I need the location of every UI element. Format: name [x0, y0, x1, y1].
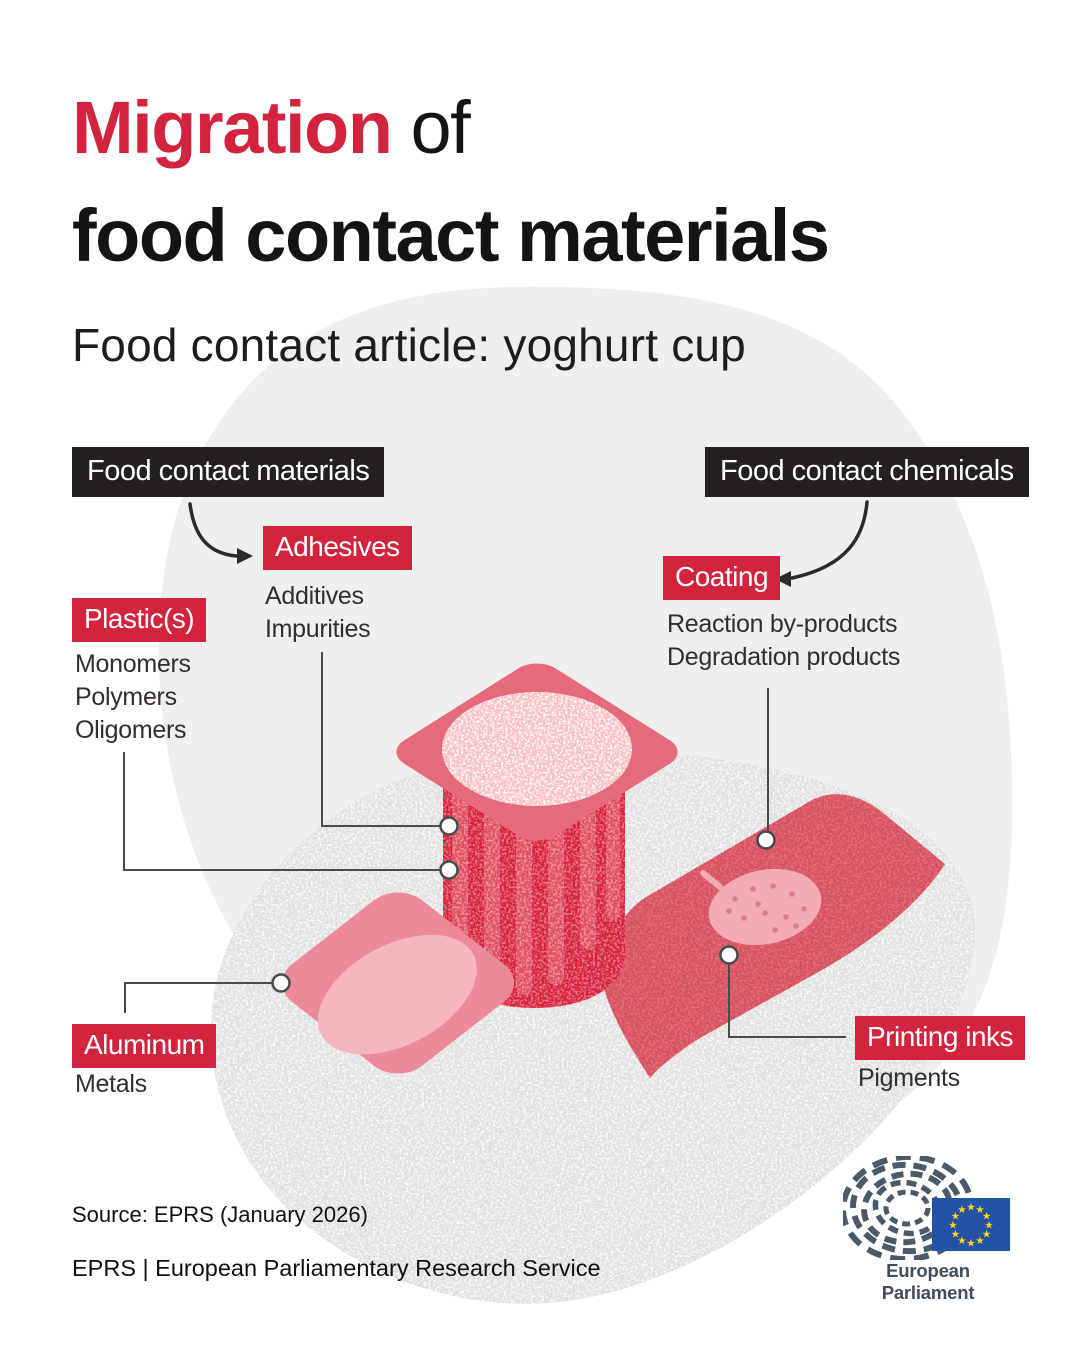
materials-to-adhesives-arrow — [188, 502, 238, 558]
chemicals-to-coating-arrow — [790, 500, 869, 580]
aluminum-dot — [271, 973, 291, 993]
strawberry-print — [700, 868, 822, 946]
connector-dots — [271, 816, 776, 993]
yoghurt-surface — [442, 692, 632, 806]
arrow-heads — [237, 548, 791, 587]
plastics-dot — [439, 860, 459, 880]
adhesives-connector — [321, 652, 441, 827]
aluminum-foil-lid — [281, 892, 515, 1074]
flow-arrows — [188, 500, 869, 580]
coating-dot — [756, 830, 776, 850]
adhesives-dot — [439, 816, 459, 836]
printed-label-wrapper — [603, 794, 945, 1078]
cup-lid — [396, 663, 678, 841]
plastics-connector — [123, 752, 441, 871]
printing-inks-dot — [719, 945, 739, 965]
connector-lines — [123, 652, 846, 1038]
printing-inks-connector — [728, 964, 846, 1038]
aluminum-connector — [124, 982, 272, 1013]
